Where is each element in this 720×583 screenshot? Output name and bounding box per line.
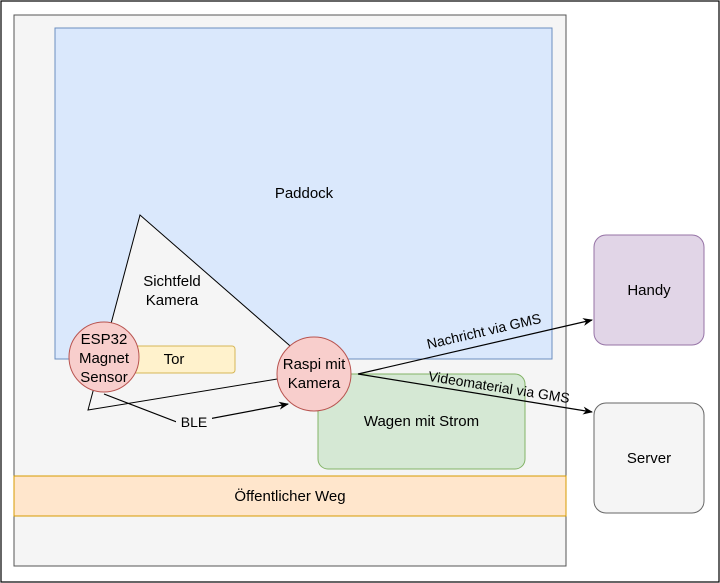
handy-box bbox=[593, 234, 705, 346]
wagen-box bbox=[317, 373, 526, 470]
edge-video bbox=[357, 373, 593, 415]
esp32-line1: ESP32 bbox=[80, 331, 128, 348]
handy-label: Handy bbox=[627, 282, 671, 299]
raspi-line1: Raspi mit bbox=[282, 356, 346, 373]
server-box bbox=[593, 402, 705, 514]
tor-label: Tor bbox=[163, 351, 185, 368]
weg-label: Öffentlicher Weg bbox=[234, 488, 346, 505]
weg-box bbox=[13, 475, 567, 517]
paddock-label: Paddock bbox=[274, 185, 334, 202]
wagen-label: Wagen mit Strom bbox=[363, 413, 480, 430]
raspi-circle bbox=[276, 336, 352, 412]
esp32-label: ESP32 Magnet Sensor bbox=[64, 330, 144, 387]
server-label: Server bbox=[626, 450, 672, 467]
esp32-circle bbox=[68, 321, 140, 393]
raspi-label: Raspi mit Kamera bbox=[270, 355, 358, 393]
sichtfeld-label: Sichtfeld Kamera bbox=[122, 272, 222, 310]
esp32-line3: Sensor bbox=[80, 369, 128, 386]
sichtfeld-line1: Sichtfeld bbox=[143, 273, 201, 290]
esp32-line2: Magnet bbox=[78, 350, 130, 367]
edge-ble-label: BLE bbox=[176, 413, 212, 432]
edge-nachricht bbox=[357, 318, 593, 375]
sichtfeld-line2: Kamera bbox=[145, 292, 199, 309]
raspi-line2: Kamera bbox=[287, 375, 341, 392]
